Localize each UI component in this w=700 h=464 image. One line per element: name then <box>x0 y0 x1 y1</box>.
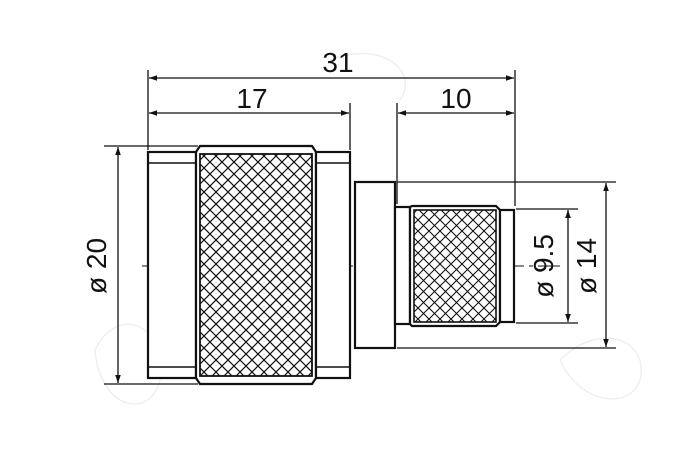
sleeve-stub <box>393 205 412 326</box>
dim-crimp-length: 10 <box>440 83 471 114</box>
dimension-lines <box>115 75 609 383</box>
connector-body <box>146 144 516 386</box>
watermark <box>94 52 642 405</box>
dim-overall-length: 31 <box>322 47 353 78</box>
dim-body-diameter: ø 20 <box>81 238 112 294</box>
dim-ferrule-inner-diameter: ø 9.5 <box>528 234 559 298</box>
dim-body-length: 17 <box>236 83 267 114</box>
extension-lines <box>104 70 616 385</box>
body-rear-ring <box>146 150 198 380</box>
dim-ferrule-outer-diameter: ø 14 <box>571 238 602 294</box>
ferrule-tip <box>498 208 516 324</box>
ferrule-knurl-pattern <box>414 210 496 322</box>
nut-knurl-pattern <box>200 154 312 376</box>
neck <box>353 180 397 350</box>
front-shoulder <box>314 150 352 380</box>
